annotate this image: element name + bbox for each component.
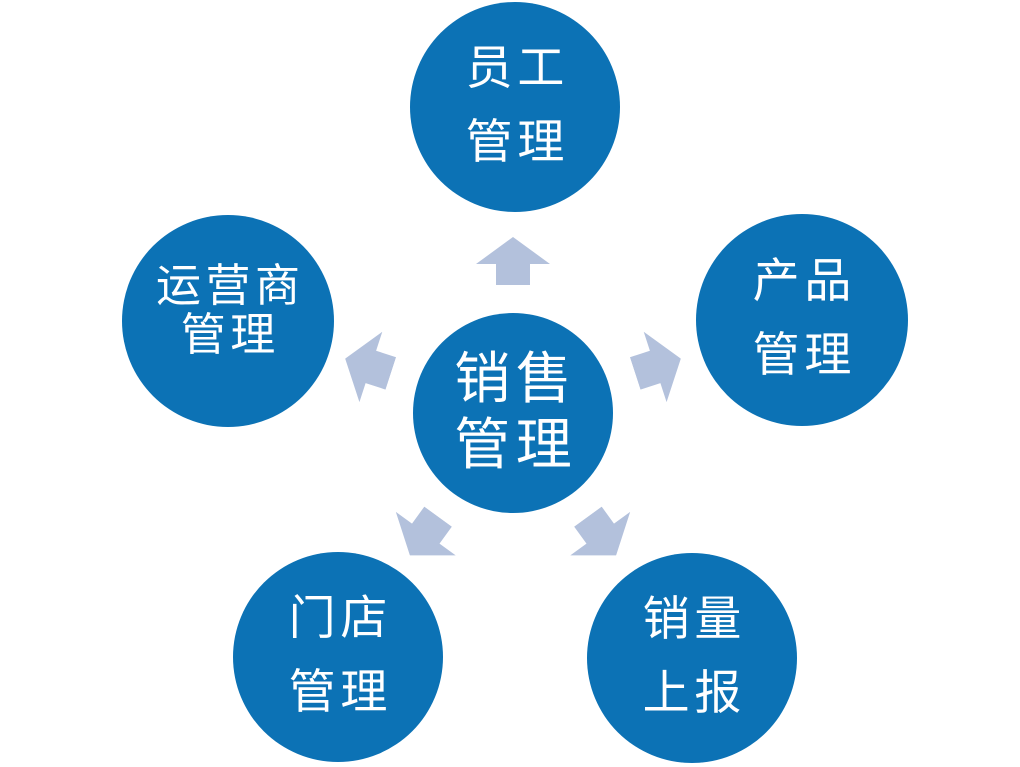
arrow-down-right-shape (570, 506, 631, 556)
node-label-line: 产品 (752, 256, 857, 309)
node-label-line: 销售 (454, 348, 578, 411)
node-product-management: 产品 管理 (696, 214, 908, 426)
node-sales-report: 销量 上报 (587, 553, 797, 763)
node-label-line: 运营商 (155, 260, 305, 311)
node-label-line: 管理 (180, 310, 280, 360)
node-operator-management: 运营商 管理 (122, 215, 334, 427)
arrow-upper-right-icon (629, 331, 681, 403)
arrow-down-left-icon (395, 506, 456, 556)
arrow-upper-left-icon (345, 331, 397, 403)
arrow-upper-left-shape (345, 331, 397, 403)
arrow-down-right-icon (570, 506, 631, 556)
node-store-management: 门店 管理 (233, 552, 443, 762)
arrow-upper-right-shape (629, 331, 681, 403)
node-label-line: 销量 (642, 594, 747, 647)
node-employee-management: 员工 管理 (410, 2, 620, 212)
arrow-up-shape (476, 237, 550, 285)
node-label-line: 管理 (752, 330, 857, 382)
node-label-line: 管理 (288, 667, 393, 719)
arrow-down-left-shape (395, 506, 456, 556)
node-label-line: 门店 (288, 593, 393, 646)
node-label: 运营商 管理 (151, 260, 305, 361)
node-label-line: 上报 (642, 668, 747, 720)
node-sales-management-center: 销售 管理 (413, 313, 613, 513)
node-label-line: 管理 (465, 117, 570, 169)
node-label-line: 管理 (454, 415, 578, 477)
arrow-up-icon (476, 237, 550, 285)
node-label-line: 员工 (465, 43, 570, 96)
